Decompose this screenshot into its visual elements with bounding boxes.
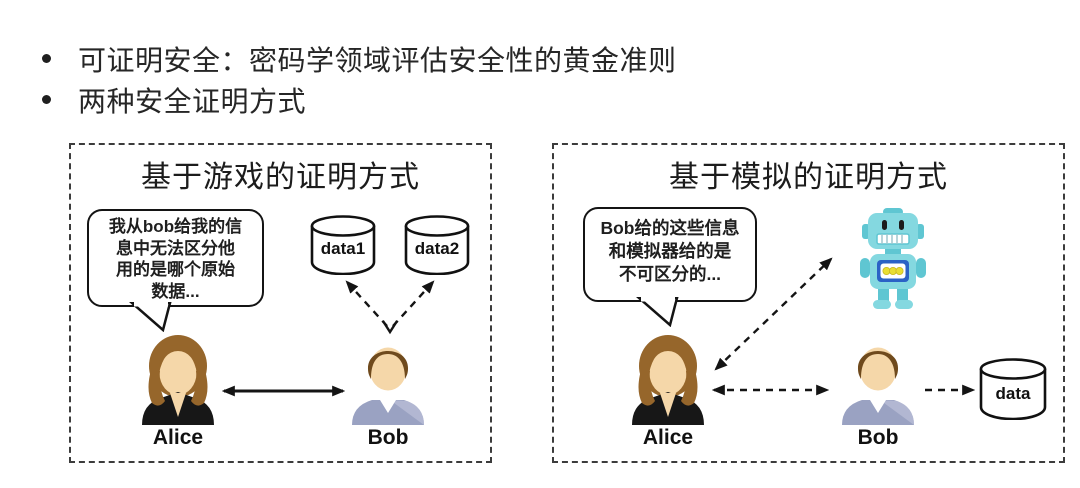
cylinder-database-icon — [979, 358, 1047, 421]
simulation-based-panel: 基于模拟的证明方式 Bob给的这些信息 和模拟器给的是 不可区分的... — [552, 143, 1065, 463]
bob-figure: Bob — [835, 337, 921, 450]
game-based-panel: 基于游戏的证明方式 我从bob给我的信 息中无法区分他 用的是哪个原始 数据..… — [69, 143, 492, 463]
alice-figure: Alice — [625, 333, 711, 450]
bullet-text: 可证明安全：密码学领域评估安全性的黄金准则 — [78, 44, 677, 76]
bob-figure: Bob — [345, 337, 431, 450]
database-data: data — [978, 358, 1048, 421]
down-arrowhead-icon — [381, 320, 399, 335]
actor-label: Bob — [367, 426, 409, 449]
bullet-dot-icon — [42, 95, 51, 104]
cylinder-database-icon — [404, 215, 470, 276]
bubble-line: 和模拟器给的是 — [608, 241, 732, 261]
bullet-item: 两种安全证明方式 — [38, 79, 677, 120]
speech-bubble-tail — [636, 297, 679, 327]
bubble-line: 息中无法区分他 — [116, 238, 235, 258]
bubble-line: 用的是哪个原始 — [116, 260, 235, 279]
bullet-text: 两种安全证明方式 — [78, 85, 307, 117]
alice-speech-bubble: 我从bob给我的信 息中无法区分他 用的是哪个原始 数据... — [87, 209, 264, 332]
panel-title: 基于模拟的证明方式 — [669, 161, 948, 194]
actor-label: Alice — [642, 426, 694, 449]
bullet-list: 可证明安全：密码学领域评估安全性的黄金准则 两种安全证明方式 — [38, 38, 677, 120]
alice-figure: Alice — [135, 333, 221, 450]
bubble-line: 数据... — [151, 281, 200, 301]
actor-label: Alice — [152, 426, 204, 449]
speech-bubble-tail — [129, 302, 172, 332]
bubble-line: 不可区分的... — [618, 264, 722, 284]
bubble-line: Bob给的这些信息 — [600, 218, 740, 238]
cylinder-database-icon — [310, 215, 376, 276]
alice-speech-bubble: Bob给的这些信息 和模拟器给的是 不可区分的... — [583, 207, 757, 327]
panel-title: 基于游戏的证明方式 — [141, 161, 420, 194]
bob-data2-dashed-arrow — [392, 280, 435, 327]
actor-label: Bob — [857, 426, 899, 449]
database-label: data2 — [414, 239, 460, 258]
bob-data1-dashed-arrow — [345, 280, 388, 327]
simulator-robot — [857, 208, 929, 315]
database-data1: data1 — [309, 215, 377, 276]
bullet-item: 可证明安全：密码学领域评估安全性的黄金准则 — [38, 38, 677, 79]
database-data2: data2 — [403, 215, 471, 276]
bubble-line: 我从bob给我的信 — [108, 217, 243, 236]
database-label: data1 — [320, 239, 366, 258]
robot-icon — [860, 208, 926, 309]
bullet-dot-icon — [42, 54, 51, 63]
woman-figure-icon — [142, 335, 214, 425]
woman-figure-icon — [632, 335, 704, 425]
database-label: data — [995, 384, 1031, 403]
man-figure-icon — [352, 347, 424, 425]
man-figure-icon — [842, 347, 914, 425]
